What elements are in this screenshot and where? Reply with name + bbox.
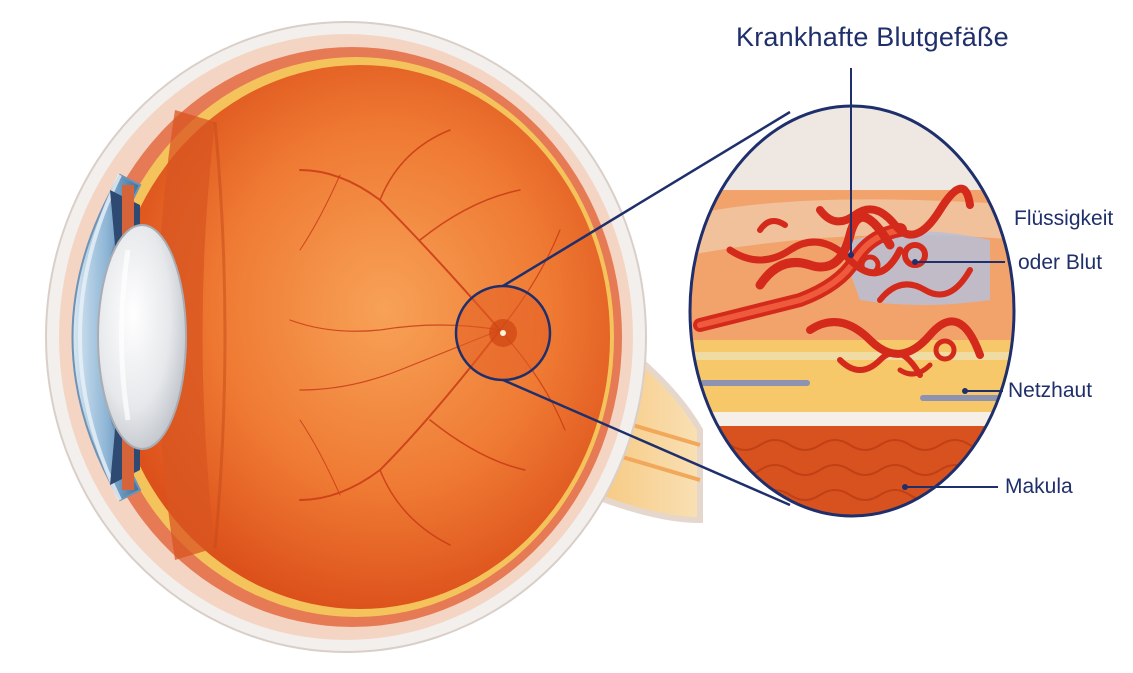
label-macula: Makula	[1005, 472, 1073, 502]
macula-highlight	[456, 286, 550, 380]
label-retina: Netzhaut	[1008, 376, 1092, 406]
vitreous-layer	[690, 100, 1020, 195]
label-abnormal-vessels: Krankhafte Blutgefäße	[736, 22, 1009, 53]
retina-layer	[690, 340, 1020, 415]
lens	[98, 225, 186, 449]
macula-layer	[690, 426, 1020, 526]
label-fluid-line1: Flüssigkeit	[1014, 204, 1113, 234]
label-fluid-line2: oder Blut	[1018, 248, 1102, 278]
magnified-inset	[690, 100, 1020, 526]
